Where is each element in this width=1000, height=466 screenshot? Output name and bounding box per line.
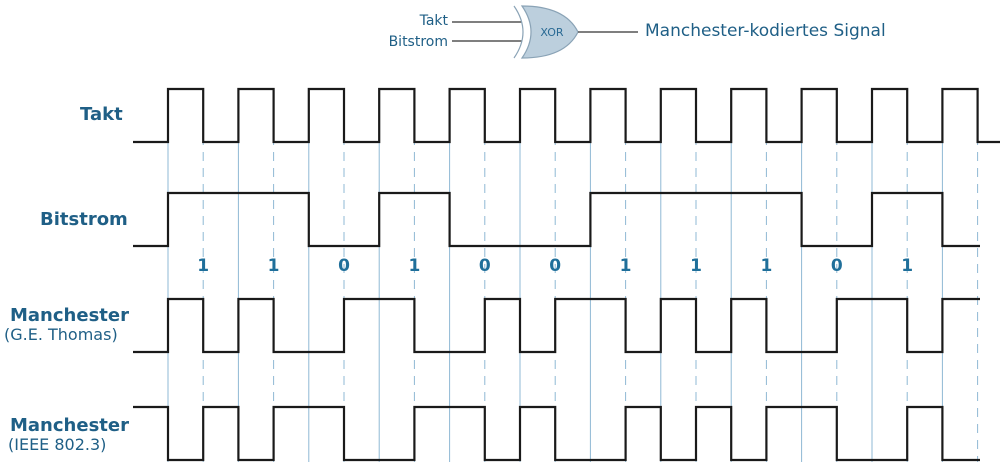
row-sublabel-thomas: (G.E. Thomas) bbox=[4, 325, 118, 344]
row-label-manchester-ieee: Manchester bbox=[10, 415, 129, 436]
xor-output-label: Manchester-kodiertes Signal bbox=[645, 21, 886, 41]
bit-value: 1 bbox=[901, 256, 914, 276]
bit-value: 1 bbox=[267, 256, 280, 276]
bit-value: 1 bbox=[619, 256, 632, 276]
row-label-takt: Takt bbox=[80, 104, 123, 125]
clock-signal bbox=[133, 87, 1000, 144]
bit-value: 1 bbox=[690, 256, 702, 276]
row-label-bitstrom: Bitstrom bbox=[40, 209, 128, 230]
xor-gate-body bbox=[520, 5, 579, 59]
bit-value: 0 bbox=[830, 256, 843, 276]
manchester-ieee-signal bbox=[133, 405, 980, 462]
bit-value: 0 bbox=[338, 256, 350, 276]
bit-value: 1 bbox=[408, 256, 421, 276]
row-sublabel-ieee: (IEEE 802.3) bbox=[8, 435, 107, 454]
xor-input-bitstrom-label: Bitstrom bbox=[388, 34, 448, 50]
bitstream-signal bbox=[133, 191, 980, 248]
manchester-thomas-signal bbox=[133, 297, 980, 354]
row-label-manchester-thomas: Manchester bbox=[10, 305, 129, 326]
bit-value: 0 bbox=[478, 256, 491, 276]
xor-gate-extra-curve bbox=[513, 5, 524, 59]
bit-value: 1 bbox=[760, 256, 773, 276]
xor-input-takt-label: Takt bbox=[419, 13, 448, 29]
xor-gate-text: XOR bbox=[540, 26, 563, 39]
bit-value: 1 bbox=[197, 256, 210, 276]
bit-value: 0 bbox=[549, 256, 562, 276]
